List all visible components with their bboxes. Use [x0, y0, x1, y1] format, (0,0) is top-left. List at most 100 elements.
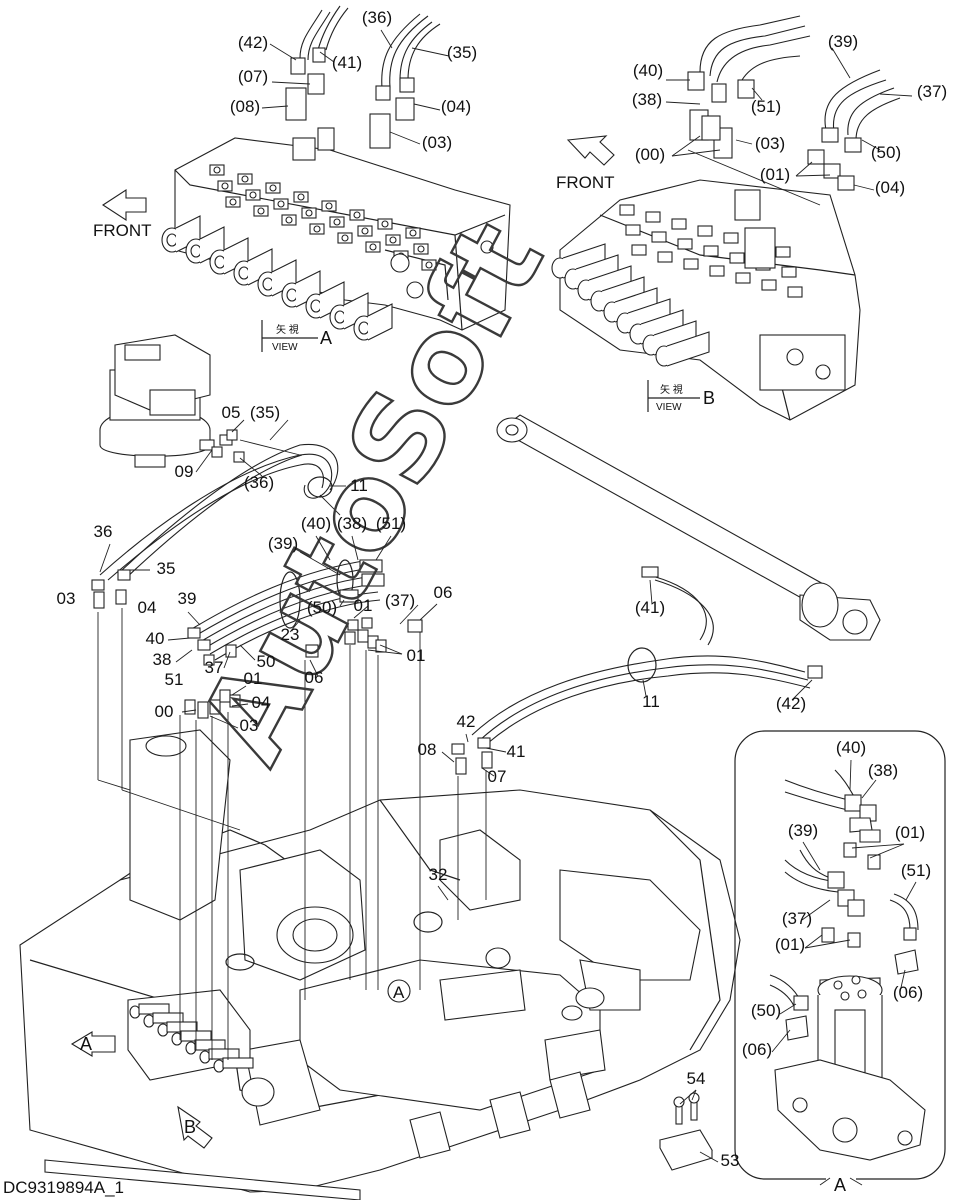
fittings-view-b	[687, 15, 901, 206]
callout-label: (39)	[268, 534, 298, 553]
callout-label: 03	[240, 716, 259, 735]
callout-label: 04	[138, 598, 157, 617]
drawing-id: DC9319894A_1	[3, 1178, 124, 1197]
bracket-53	[659, 1092, 713, 1171]
circle-a-marker: A	[387, 979, 411, 1003]
callout-label: (03)	[755, 134, 785, 153]
callout-label: (08)	[230, 97, 260, 116]
callout-label: (40)	[836, 738, 866, 757]
control-valve-view-b	[551, 179, 861, 421]
detail-a-label: A	[834, 1175, 846, 1195]
callout-label: (04)	[441, 97, 471, 116]
callout-label: (51)	[751, 97, 781, 116]
callout-label: (37)	[917, 82, 947, 101]
callout-label: (01)	[775, 935, 805, 954]
callout-label: (39)	[828, 32, 858, 51]
detail-a-hoses	[769, 769, 919, 1041]
callout-label: 41	[507, 742, 526, 761]
callout-label: (38)	[868, 761, 898, 780]
callout-label: 40	[146, 629, 165, 648]
swing-motor	[99, 334, 233, 468]
callout-label: (37)	[385, 591, 415, 610]
boom-cylinder	[496, 414, 881, 641]
front-arrow-view-a	[101, 188, 147, 222]
arrow-a-letter: A	[80, 1034, 92, 1054]
callout-label: (36)	[362, 8, 392, 27]
callout-label: (42)	[776, 694, 806, 713]
callout-label: 11	[350, 476, 368, 495]
callout-label: (41)	[635, 598, 665, 617]
callout-label: (50)	[307, 598, 337, 617]
callout-label: 54	[687, 1069, 706, 1088]
callout-label: 53	[721, 1151, 740, 1170]
swivel-joint	[774, 975, 926, 1161]
callout-label: (06)	[742, 1040, 772, 1059]
arrow-b: B	[177, 1105, 213, 1149]
detail-a-frame: A	[734, 730, 946, 1195]
callout-label: 07	[488, 767, 507, 786]
view-b-letter: B	[703, 388, 715, 408]
callout-label: (00)	[635, 145, 665, 164]
callout-label: (37)	[782, 909, 812, 928]
callout-labels: (42)(41)(36)(35)(07)(08)(04)(03)(40)(38)…	[57, 8, 948, 1170]
callout-label: 35	[157, 559, 176, 578]
callout-label: (50)	[871, 143, 901, 162]
upper-frame	[19, 729, 741, 1200]
callout-label: (04)	[875, 178, 905, 197]
callout-label: 01	[407, 646, 426, 665]
callout-label: (03)	[422, 133, 452, 152]
callout-label: (01)	[760, 165, 790, 184]
view-a-letter: A	[320, 328, 332, 348]
view-b-jp: 矢 視	[660, 383, 683, 396]
callout-label: 50	[257, 652, 276, 671]
front-label-view-b: FRONT	[556, 173, 615, 192]
callout-label: 00	[155, 702, 174, 721]
callout-label: 51	[165, 670, 184, 689]
callout-label: (51)	[376, 514, 406, 533]
arrow-a: A	[70, 1031, 116, 1057]
small-fittings	[91, 429, 493, 775]
fittings-view-a	[285, 5, 441, 149]
callout-label: (50)	[751, 1001, 781, 1020]
callout-label: 38	[153, 650, 172, 669]
callout-label: 05	[222, 403, 241, 422]
callout-label: (36)	[244, 473, 274, 492]
callout-label: (41)	[332, 53, 362, 72]
callout-label: 08	[418, 740, 437, 759]
callout-label: 06	[434, 583, 453, 602]
callout-label: 37	[205, 658, 224, 677]
callout-label: (38)	[632, 90, 662, 109]
callout-label: 01	[244, 669, 263, 688]
callout-label: (38)	[337, 514, 367, 533]
control-valve-view-a	[161, 127, 511, 341]
callout-label: (35)	[447, 43, 477, 62]
callout-label: (51)	[901, 861, 931, 880]
front-label-view-a: FRONT	[93, 221, 152, 240]
hose-11-upper	[99, 443, 339, 581]
callout-label: 09	[175, 462, 194, 481]
callout-label: (39)	[788, 821, 818, 840]
view-a-tag: 矢 視 VIEW A	[261, 320, 332, 353]
callout-label: (35)	[250, 403, 280, 422]
callout-label: 04	[252, 693, 271, 712]
hose-11-lower	[471, 566, 823, 744]
callout-label: 06	[305, 668, 324, 687]
callout-label: (40)	[633, 61, 663, 80]
leader-lines	[97, 439, 487, 1060]
callout-label: 23	[281, 625, 300, 644]
front-arrow-view-b	[566, 135, 615, 166]
view-b-en: VIEW	[656, 402, 682, 413]
hose-bundle-centre	[189, 559, 385, 661]
callout-label: (06)	[893, 983, 923, 1002]
callout-label: (42)	[238, 33, 268, 52]
callout-label: 36	[94, 522, 113, 541]
callout-label: 01	[354, 596, 373, 615]
callout-label: 32	[429, 865, 448, 884]
arrow-b-letter: B	[184, 1117, 196, 1137]
callout-label: 39	[178, 589, 197, 608]
view-b-tag: 矢 視 VIEW B	[647, 380, 715, 413]
view-a-en: VIEW	[272, 342, 298, 353]
circle-a-letter: A	[393, 983, 405, 1002]
